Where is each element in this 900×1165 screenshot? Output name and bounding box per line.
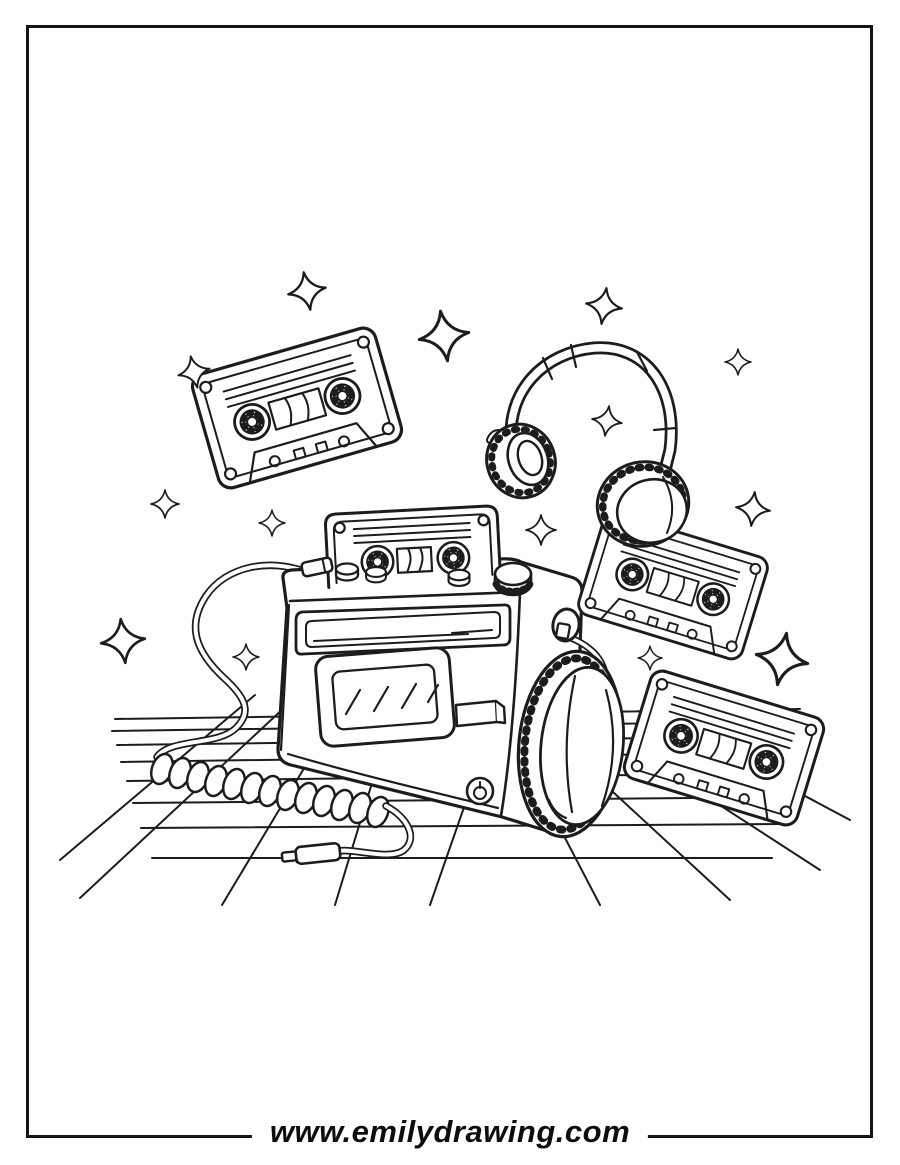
- cassette-tape-top-left: [189, 325, 404, 491]
- audio-plug: [280, 841, 342, 866]
- cable-connector: [300, 556, 334, 578]
- sparkle-star: [283, 267, 331, 315]
- speaker-dial: [516, 649, 626, 839]
- sparkle-star: [637, 645, 663, 671]
- cassette-tape-in-slot: [324, 504, 503, 589]
- cassette-tape-bottom-right: [621, 668, 826, 828]
- sparkle-star: [258, 509, 286, 537]
- sparkle-star: [414, 306, 474, 366]
- sparkle-star: [750, 627, 814, 691]
- coiled-audio-cable: [149, 561, 415, 866]
- volume-knob: [492, 561, 534, 597]
- portable-cassette-player: [276, 557, 584, 837]
- headphones: [485, 341, 691, 548]
- cassette-slot: [294, 603, 512, 656]
- website-url: www.emilydrawing.com: [251, 1114, 649, 1150]
- sparkle-star: [150, 489, 180, 519]
- rewind-button: [447, 568, 471, 588]
- play-button: [334, 562, 360, 582]
- stop-button: [365, 566, 387, 584]
- cable-coil: [149, 752, 391, 829]
- sparkle-star: [733, 489, 773, 529]
- sparkle-star: [525, 514, 557, 546]
- sparkle-star: [724, 348, 752, 376]
- sparkle-star: [582, 284, 626, 328]
- display-window: [314, 646, 456, 748]
- right-ear-cup: [595, 460, 691, 548]
- sparkle-star: [97, 615, 149, 667]
- sparkle-star: [232, 643, 260, 671]
- top-controls: [300, 556, 534, 597]
- eject-button: [454, 699, 507, 728]
- left-ear-cup: [485, 422, 557, 500]
- sparkle-star: [589, 403, 625, 439]
- power-button: [465, 776, 495, 806]
